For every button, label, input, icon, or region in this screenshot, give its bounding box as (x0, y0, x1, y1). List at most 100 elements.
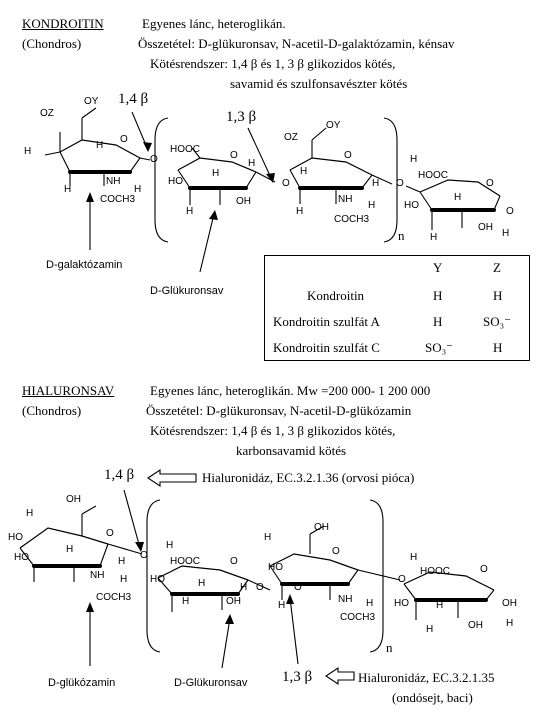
label-d-glukuronsav-1: D-Glükuronsav (150, 285, 224, 297)
hialuronsav-line2: Összetétel: D-glükuronsav, N-acetil-D-gl… (146, 403, 412, 418)
table-cell: H (433, 314, 443, 329)
kondroitin-line1: Egyenes lánc, heteroglikán. (142, 16, 286, 31)
atom-h: H (186, 206, 194, 217)
hialuronsav-ring-terminal (403, 571, 495, 620)
atom-ho: HO (268, 562, 283, 573)
atom-coch3: COCH3 (334, 214, 370, 225)
atom-h: H (502, 228, 510, 239)
atom-h: H (26, 508, 34, 519)
atom-h: H (366, 598, 374, 609)
hialuronsav-ring-glukuronsav (157, 565, 271, 612)
kondroitin-source: (Chondros) (22, 36, 82, 51)
atom-nh: NH (338, 594, 353, 605)
atom-o: O (256, 582, 264, 593)
hialuronsav-enzyme-1: Hialuronidáz, EC.3.2.1.36 (orvosi pióca) (202, 470, 415, 485)
atom-h: H (430, 232, 438, 243)
kondroitin-line2: Összetétel: D-glükuronsav, N-acetil-D-ga… (138, 36, 455, 51)
atom-h: H (296, 206, 304, 217)
table-cell: H (493, 340, 503, 355)
atom-ho: HO (8, 532, 23, 543)
atom-coch3: COCH3 (96, 592, 132, 603)
atom-hooc: HOOC (170, 144, 200, 155)
hialuronsav-enzyme-2: Hialuronidáz, EC.3.2.1.35 (358, 670, 495, 685)
atom-ho: HO (14, 552, 29, 563)
atom-h: H (134, 184, 142, 195)
atom-oy: OY (326, 120, 341, 131)
hialuronsav-ring-glukozamin-2 (269, 525, 401, 600)
atom-ho: HO (168, 176, 183, 187)
table-row-label: Kondroitin szulfát A (273, 314, 380, 329)
atom-o: O (294, 582, 302, 593)
atom-h: H (278, 600, 286, 611)
hialuronsav-bond-13: 1,3 β (282, 669, 313, 685)
table-cell: H (493, 288, 503, 303)
atom-oy: OY (84, 96, 99, 107)
kondroitin-bond-13: 1,3 β (226, 109, 257, 125)
hialuronsav-ring-glukozamin (19, 505, 143, 582)
atom-h: H (426, 624, 434, 635)
hialuronsav-line4: karbonsavamid kötés (236, 443, 347, 458)
kondroitin-ring-glukuronsav (177, 147, 276, 205)
kondroitin-line3: Kötésrendszer: 1,4 β és 1, 3 β glikozido… (150, 56, 396, 71)
atom-h: H (410, 154, 418, 165)
atom-h: H (24, 146, 32, 157)
atom-oz: OZ (284, 132, 298, 143)
label-d-glukozamin: D-glükózamin (48, 677, 116, 689)
atom-h: H (120, 574, 128, 585)
atom-coch3: COCH3 (100, 194, 136, 205)
atom-h: H (240, 582, 248, 593)
atom-oh: OH (236, 196, 251, 207)
kondroitin-line4: savamid és szulfonsavészter kötés (230, 76, 408, 91)
atom-ho: HO (404, 200, 419, 211)
table-row-label: Kondroitin (307, 288, 365, 303)
atom-o: O (506, 206, 514, 217)
sulfate-table: Y Z Kondroitin H H Kondroitin szulfát A … (264, 255, 530, 361)
atom-h: H (300, 166, 308, 177)
kondroitin-ring-terminal (405, 179, 501, 230)
atom-oz: OZ (40, 108, 54, 119)
atom-h: H (166, 540, 174, 551)
atom-o: O (396, 178, 404, 189)
hialuronsav-n: n (386, 640, 393, 655)
atom-oh: OH (66, 494, 81, 505)
table-cell: SO₃⁻ (483, 314, 512, 329)
table-header-y: Y (433, 260, 443, 275)
atom-h: H (198, 578, 206, 589)
atom-h: H (506, 618, 514, 629)
atom-h: H (372, 178, 380, 189)
label-d-galaktozamin: D-galaktózamin (46, 259, 123, 271)
atom-h: H (212, 168, 220, 179)
atom-nh: NH (106, 176, 121, 187)
hialuronsav-bond-14: 1,4 β (104, 467, 135, 483)
atom-h: H (410, 552, 418, 563)
kondroitin-title: KONDROITIN (22, 16, 104, 31)
atom-nh: NH (90, 570, 105, 581)
kondroitin-ring-galaktozamin (44, 107, 151, 186)
atom-oh: OH (478, 222, 493, 233)
atom-o: O (332, 546, 340, 557)
table-header-z: Z (493, 260, 501, 275)
atom-oh: OH (468, 620, 483, 631)
atom-oh: OH (314, 522, 329, 533)
atom-o: O (140, 550, 148, 561)
table-cell: H (433, 288, 443, 303)
atom-h: H (368, 200, 376, 211)
hialuronsav-enzyme-2-source: (ondósejt, baci) (392, 690, 473, 705)
atom-hooc: HOOC (170, 556, 200, 567)
atom-o: O (106, 528, 114, 539)
label-d-glukuronsav-2: D-Glükuronsav (174, 677, 248, 689)
atom-hooc: HOOC (418, 170, 448, 181)
atom-h: H (264, 532, 272, 543)
atom-h: H (118, 556, 126, 567)
atom-hooc: HOOC (420, 566, 450, 577)
atom-o: O (282, 178, 290, 189)
atom-h: H (64, 184, 72, 195)
atom-o: O (398, 574, 406, 585)
table-cell: SO₃⁻ (425, 340, 454, 355)
hialuronsav-line3: Kötésrendszer: 1,4 β és 1, 3 β glikozido… (150, 423, 396, 438)
kondroitin-n: n (398, 228, 405, 243)
atom-h: H (454, 192, 462, 203)
atom-coch3: COCH3 (340, 612, 376, 623)
atom-h: H (182, 596, 190, 607)
